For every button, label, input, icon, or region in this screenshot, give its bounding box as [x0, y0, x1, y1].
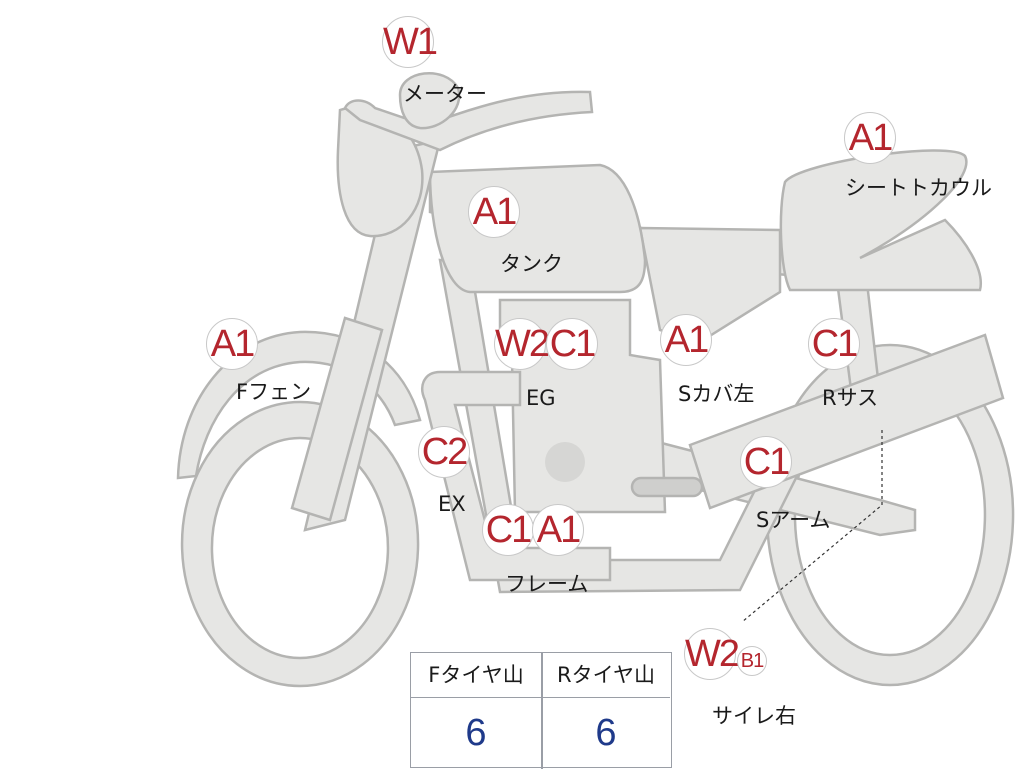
header-front-tread: Fタイヤ山 [411, 653, 541, 698]
engine-case-cover [545, 442, 585, 482]
code-badge-exhaust: C2 [418, 426, 470, 478]
code-badge-silencer-1: W2 [684, 628, 740, 680]
label-exhaust: EX [438, 492, 466, 516]
code-badge-frame-1: C1 [482, 504, 534, 556]
code-badge-frame-2: A1 [532, 504, 584, 556]
code-badge-s-cover-left: A1 [660, 314, 712, 366]
value-rear-tread: 6 [595, 712, 617, 754]
label-swing-arm: Sアーム [756, 508, 831, 532]
handlebar-shape [343, 90, 594, 152]
value-front-tread: 6 [465, 712, 487, 754]
label-meter: メーター [403, 82, 487, 106]
seat-cowl-shape [779, 149, 983, 292]
code-badge-silencer-2: B1 [737, 646, 767, 676]
label-engine: EG [526, 386, 556, 410]
code-badge-f-fender: A1 [206, 318, 258, 370]
fork-lower [290, 316, 384, 522]
code-badge-swing-arm: C1 [740, 436, 792, 488]
code-badge-seat-cowl: A1 [844, 112, 896, 164]
code-badge-meter: W1 [382, 16, 438, 68]
code-badge-engine-2: C1 [546, 318, 598, 370]
label-r-suspension: Rサス [822, 386, 879, 410]
side-cover-shape [638, 226, 782, 344]
footpeg [630, 476, 704, 498]
label-frame: フレーム [505, 572, 589, 596]
label-seat-cowl: シートトカウル [845, 176, 992, 200]
tire-tread-table: Fタイヤ山 Rタイヤ山 6 6 [410, 652, 672, 769]
label-s-cover-left: Sカバ左 [678, 382, 755, 406]
leader-line [741, 430, 883, 623]
label-silencer-right: サイレ右 [712, 704, 796, 728]
header-rear-tread: Rタイヤ山 [542, 653, 670, 698]
label-tank: タンク [500, 252, 563, 276]
meter-shape [398, 72, 461, 130]
code-badge-tank: A1 [468, 186, 520, 238]
code-badge-r-suspension: C1 [808, 318, 860, 370]
label-f-fender: Fフェン [236, 380, 312, 404]
table-divider [541, 653, 543, 769]
code-badge-engine-1: W2 [494, 318, 550, 370]
front-tire [180, 400, 420, 688]
